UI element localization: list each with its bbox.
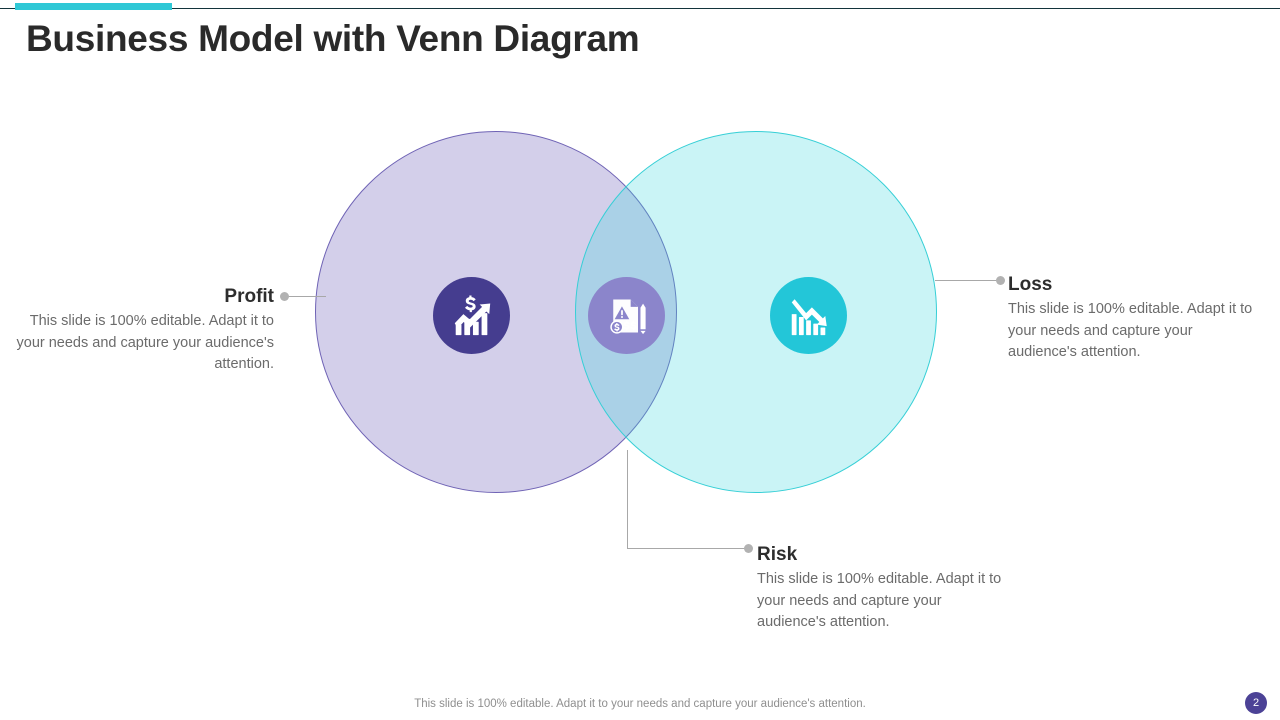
header-divider-line bbox=[0, 8, 1280, 9]
connector-line-loss bbox=[935, 280, 997, 281]
risk-title: Risk bbox=[757, 544, 798, 565]
bar-chart-up-dollar-icon bbox=[454, 294, 490, 335]
loss-icon-badge[interactable] bbox=[770, 277, 847, 354]
connector-line-profit bbox=[288, 296, 326, 297]
connector-line-risk-vertical bbox=[627, 450, 628, 549]
page-number-badge: 2 bbox=[1245, 692, 1267, 714]
profit-icon-badge[interactable] bbox=[433, 277, 510, 354]
header-accent-bar bbox=[15, 3, 172, 10]
profit-title: Profit bbox=[224, 286, 274, 307]
connector-dot-risk bbox=[744, 544, 753, 553]
connector-dot-profit bbox=[280, 292, 289, 301]
text-block-profit: Profit This slide is 100% editable. Adap… bbox=[12, 286, 275, 376]
footer-note: This slide is 100% editable. Adapt it to… bbox=[414, 698, 866, 710]
bar-chart-down-icon bbox=[791, 298, 827, 335]
risk-description: This slide is 100% editable. Adapt it to… bbox=[757, 570, 1002, 631]
loss-description: This slide is 100% editable. Adapt it to… bbox=[1008, 300, 1253, 361]
connector-dot-loss bbox=[996, 276, 1005, 285]
text-block-loss: Loss This slide is 100% editable. Adapt … bbox=[1008, 274, 1258, 364]
text-block-risk: Risk This slide is 100% editable. Adapt … bbox=[757, 544, 1007, 634]
risk-icon-badge[interactable] bbox=[588, 277, 665, 354]
connector-line-risk-horizontal bbox=[627, 548, 745, 549]
page-title: Business Model with Venn Diagram bbox=[26, 18, 640, 59]
loss-title: Loss bbox=[1008, 274, 1053, 295]
risk-document-icon bbox=[609, 299, 646, 334]
profit-description: This slide is 100% editable. Adapt it to… bbox=[16, 312, 275, 373]
